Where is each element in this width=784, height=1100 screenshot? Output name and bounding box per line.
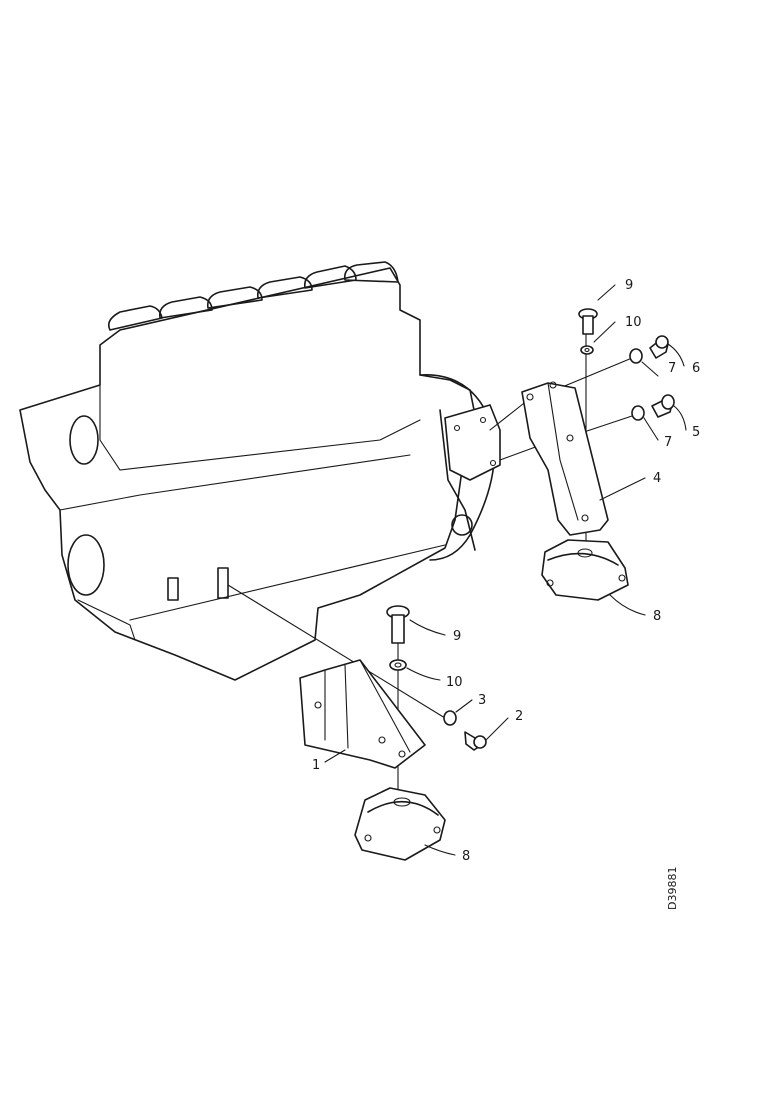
callout-2: 2 (515, 709, 523, 724)
callout-10-front: 10 (446, 675, 463, 690)
callout-9-rear: 9 (625, 278, 633, 293)
callout-4: 4 (653, 471, 661, 486)
callout-1: 1 (312, 758, 320, 773)
callout-8-rear: 8 (653, 609, 661, 624)
callout-8-front: 8 (462, 849, 470, 864)
rear-rubber-mount (541, 539, 629, 601)
rear-mount-bracket (521, 381, 609, 536)
front-mount-bracket (299, 659, 426, 769)
callout-3: 3 (478, 693, 486, 708)
callout-7-upper: 7 (668, 361, 676, 376)
callout-6: 6 (692, 361, 700, 376)
callout-leaders (324, 284, 687, 856)
callout-7-lower: 7 (664, 435, 672, 450)
callout-5: 5 (692, 425, 700, 440)
rear-fasteners (578, 308, 675, 421)
front-rubber-mount (354, 787, 446, 861)
engine-block (19, 261, 501, 681)
front-fasteners (386, 605, 487, 751)
callout-10-rear: 10 (625, 315, 642, 330)
callout-9-front: 9 (453, 629, 461, 644)
reference-code: D39881 (666, 867, 679, 910)
